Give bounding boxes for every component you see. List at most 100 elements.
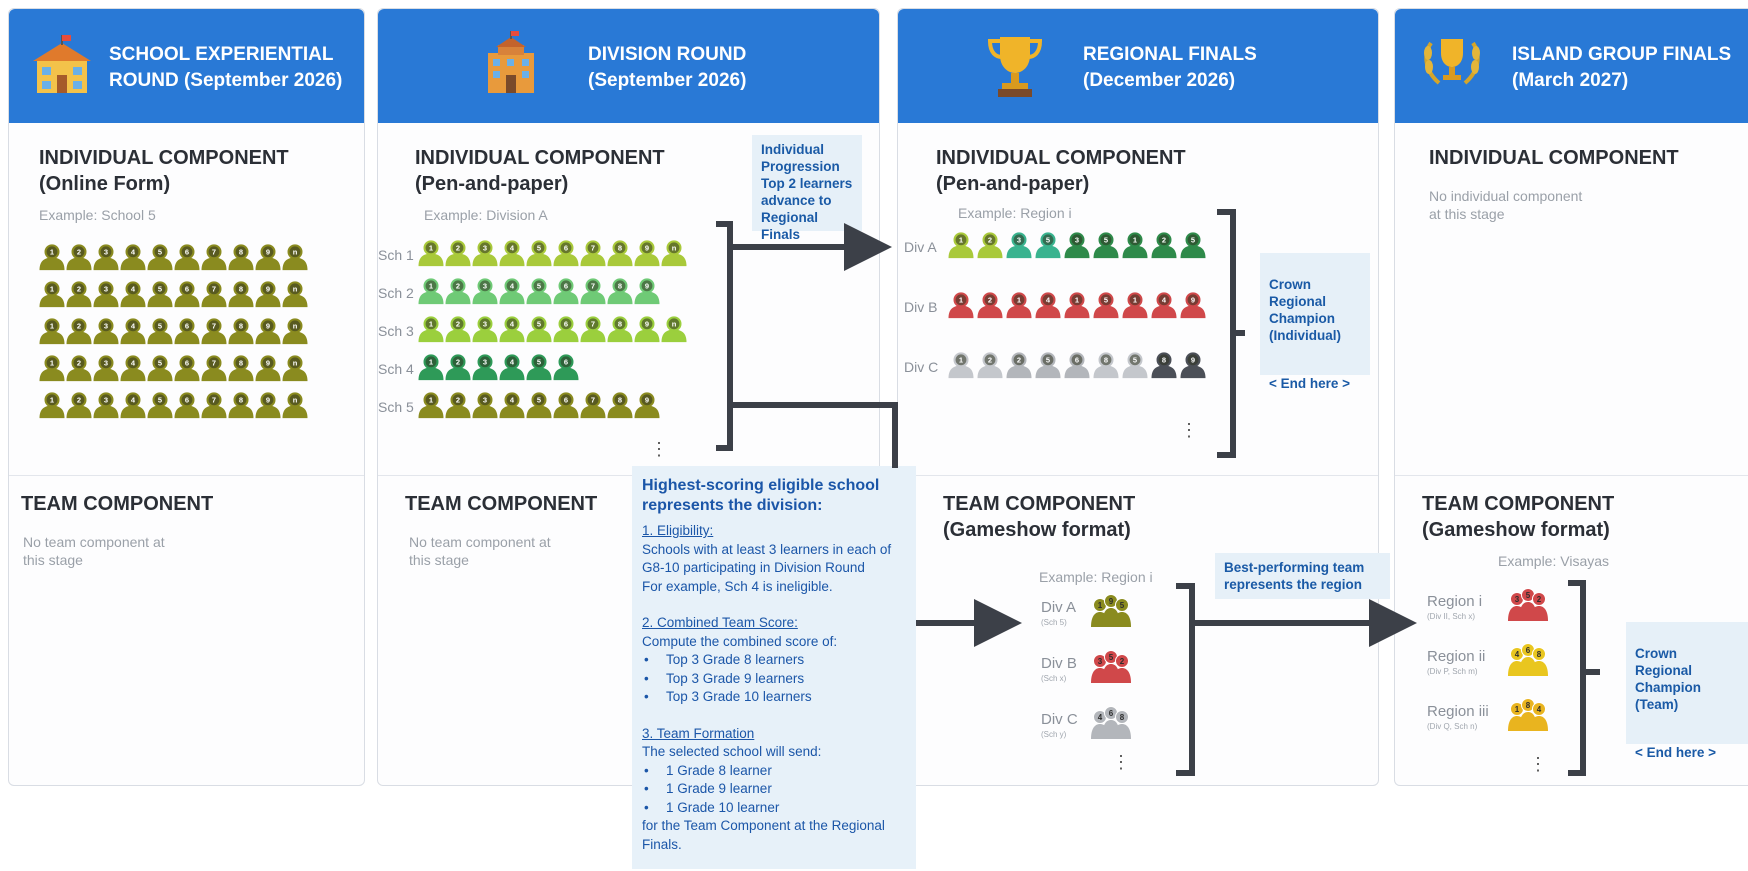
learner-icon: 7 — [199, 315, 229, 345]
learner-icon: 8 — [1091, 349, 1121, 379]
svg-text:4: 4 — [1537, 705, 1542, 714]
learner-icon: 3 — [91, 389, 121, 419]
learner-icon: 5 — [145, 352, 175, 382]
learner-icon: 9 — [1178, 289, 1208, 319]
learner-icon: 1 — [1062, 289, 1092, 319]
learner-icon: 6 — [551, 275, 581, 305]
learner-icon: 1 — [37, 389, 67, 419]
individual-component-note: No individual component at this stage — [1429, 188, 1583, 222]
learner-icon: 3 — [470, 313, 500, 343]
learner-icon: 2 — [975, 229, 1005, 259]
school-building-icon — [33, 35, 91, 93]
team-label: Region ii — [1427, 648, 1486, 665]
learner-icon: 4 — [118, 241, 148, 271]
learner-icon: 1 — [946, 289, 976, 319]
learner-icon: 4 — [497, 313, 527, 343]
learner-icon: 5 — [524, 351, 554, 381]
formation-title: 3. Team Formation — [642, 725, 755, 741]
svg-text:2: 2 — [77, 359, 81, 368]
crown-individual-callout: Crown Regional Champion (Individual) < E… — [1260, 253, 1370, 391]
individual-component-title: INDIVIDUAL COMPONENT (Pen-and-paper) — [936, 147, 1186, 195]
svg-text:1: 1 — [959, 356, 963, 365]
learner-icon: 4 — [1149, 289, 1179, 319]
svg-text:8: 8 — [1120, 713, 1125, 722]
svg-text:1: 1 — [1133, 296, 1137, 305]
learner-icon: 8 — [1149, 349, 1179, 379]
svg-text:3: 3 — [104, 285, 108, 294]
learner-icon: 6 — [1062, 349, 1092, 379]
score-items: Top 3 Grade 8 learners Top 3 Grade 9 lea… — [642, 651, 906, 707]
learner-icon: 2 — [443, 351, 473, 381]
column-header: SCHOOL EXPERIENTIAL ROUND (September 202… — [9, 9, 364, 123]
learner-icon: n — [659, 237, 689, 267]
formation-item: 1 Grade 8 learner — [644, 762, 906, 781]
svg-text:1: 1 — [50, 285, 54, 294]
learner-icon: 3 — [91, 315, 121, 345]
example-label: Example: School 5 — [39, 207, 156, 223]
svg-text:8: 8 — [239, 248, 243, 257]
learner-icon: 6 — [172, 241, 202, 271]
svg-text:8: 8 — [239, 285, 243, 294]
learner-icon: 5 — [524, 275, 554, 305]
learner-icon: 1 — [946, 349, 976, 379]
individual-component-title: INDIVIDUAL COMPONENT (Pen-and-paper) — [415, 147, 665, 195]
learner-icon: 7 — [199, 241, 229, 271]
svg-text:9: 9 — [645, 244, 649, 253]
formation-item: 1 Grade 10 learner — [644, 799, 906, 818]
svg-text:5: 5 — [1120, 601, 1125, 610]
svg-text:4: 4 — [131, 248, 136, 257]
team-label: Region i — [1427, 593, 1483, 610]
example-label: Example: Region i — [1039, 569, 1153, 585]
trophy-icon — [987, 37, 1043, 97]
learner-icon: n — [280, 241, 310, 271]
svg-text:6: 6 — [185, 359, 189, 368]
team-component-note: No team component at this stage — [23, 534, 165, 568]
learner-icon: 1 — [37, 278, 67, 308]
team-component-title: TEAM COMPONENT (Gameshow format) — [1422, 493, 1615, 541]
division-label: Div C — [904, 359, 939, 375]
svg-text:1: 1 — [1133, 236, 1137, 245]
svg-text:6: 6 — [564, 396, 568, 405]
team-sublabel: (Sch x) — [1041, 674, 1067, 683]
learner-icon: 3 — [91, 352, 121, 382]
learner-icon: 8 — [226, 352, 256, 382]
svg-text:1: 1 — [1017, 296, 1021, 305]
individual-component-title: INDIVIDUAL COMPONENT (Online Form) — [39, 147, 289, 195]
learner-icon: 2 — [64, 352, 94, 382]
learner-icon: 4 — [118, 315, 148, 345]
svg-text:8: 8 — [618, 282, 622, 291]
column-header: REGIONAL FINALS (December 2026) — [898, 9, 1378, 123]
learner-icon: 5 — [145, 278, 175, 308]
learner-icon: 2 — [975, 289, 1005, 319]
learner-icon: 6 — [172, 278, 202, 308]
svg-text:5: 5 — [158, 285, 162, 294]
svg-text:9: 9 — [645, 396, 649, 405]
school-label: Sch 2 — [378, 285, 414, 301]
svg-text:3: 3 — [104, 322, 108, 331]
learner-icon: 4 — [497, 389, 527, 419]
svg-text:6: 6 — [185, 396, 189, 405]
svg-text:6: 6 — [564, 282, 568, 291]
learner-icon: n — [280, 315, 310, 345]
svg-text:6: 6 — [564, 244, 568, 253]
learner-icon: 6 — [551, 351, 581, 381]
svg-text:8: 8 — [239, 396, 243, 405]
svg-text:n: n — [293, 322, 298, 331]
learner-icon: 4 — [497, 275, 527, 305]
svg-text:9: 9 — [1191, 296, 1195, 305]
svg-text:2: 2 — [456, 358, 460, 367]
svg-text:4: 4 — [131, 322, 136, 331]
learner-icon: 4 — [1033, 289, 1063, 319]
svg-text:7: 7 — [591, 244, 595, 253]
svg-text:4: 4 — [510, 396, 515, 405]
learner-icon: 7 — [578, 237, 608, 267]
learner-icon: 6 — [172, 389, 202, 419]
learner-icon: 8 — [605, 389, 635, 419]
svg-text:2: 2 — [1162, 236, 1166, 245]
svg-text:2: 2 — [456, 320, 460, 329]
svg-text:9: 9 — [266, 396, 270, 405]
team-sublabel: (Sch y) — [1041, 730, 1067, 739]
column-header: ISLAND GROUP FINALS (March 2027) — [1395, 9, 1748, 123]
